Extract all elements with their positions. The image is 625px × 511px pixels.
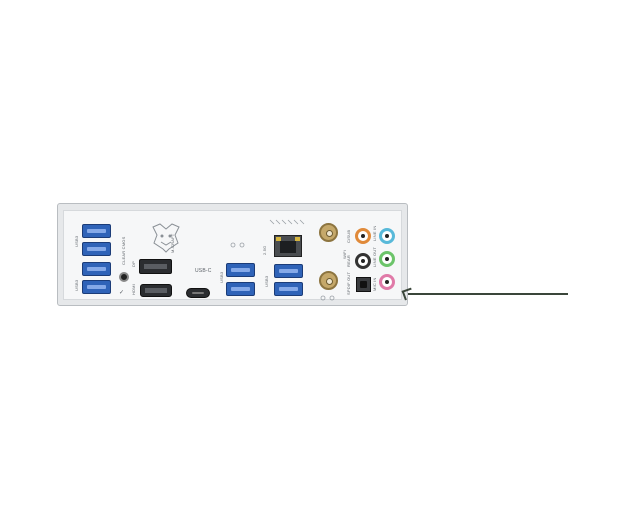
usb3-port-4[interactable] — [82, 280, 111, 294]
lan-label: 2.5G — [262, 245, 267, 255]
usb3-port-6[interactable] — [226, 282, 255, 296]
usbc-label: USB-C — [195, 268, 212, 274]
usb3-port-2[interactable] — [82, 242, 111, 256]
line-out-label: LINE OUT — [372, 246, 377, 267]
usb3-port-5[interactable] — [226, 263, 255, 277]
usb-right-label: USB3 — [264, 275, 269, 287]
io-shield-face: USB3 USB3 CLEAR CMOS ✓ M-CRAFT DP HDMI U… — [63, 210, 402, 301]
audio-jack-blue[interactable] — [379, 228, 395, 244]
spdif-port[interactable] — [356, 277, 371, 292]
io-shield-plate: USB3 USB3 CLEAR CMOS ✓ M-CRAFT DP HDMI U… — [57, 203, 408, 306]
audio-jack-pink[interactable] — [379, 274, 395, 290]
wifi-antenna-2[interactable] — [319, 271, 338, 290]
usb3-port-1[interactable] — [82, 224, 111, 238]
rear-label: REAR — [346, 255, 351, 267]
hdmi-label: HDMI — [131, 283, 136, 295]
usb3-port-7[interactable] — [274, 264, 303, 278]
audio-jack-black[interactable] — [355, 253, 371, 269]
flashback-icon: ✓ — [119, 290, 125, 296]
audio-jack-orange[interactable] — [355, 228, 371, 244]
dragon-logo-icon — [152, 223, 180, 253]
audio-jack-green[interactable] — [379, 251, 395, 267]
dp-label: DP — [131, 261, 136, 267]
antenna-marks-icon — [320, 295, 335, 301]
lan-led-left — [276, 237, 281, 241]
lan-led-right — [295, 237, 300, 241]
usb-left-bottom-label: USB3 — [74, 279, 79, 291]
screw-marks-icon — [230, 242, 245, 248]
wifi-antenna-1[interactable] — [319, 223, 338, 242]
cable — [408, 293, 568, 295]
clear-cmos-button[interactable] — [119, 272, 129, 282]
usb-mid-label: USB3 — [219, 271, 224, 283]
vent-marks-icon — [269, 219, 305, 225]
cpu-fan-label: C/SUB — [346, 229, 351, 243]
usb-left-top-label: USB3 — [74, 235, 79, 247]
displayport-port[interactable] — [139, 259, 172, 274]
usb-c-port-icon[interactable] — [186, 288, 210, 298]
hdmi-port[interactable] — [140, 284, 172, 297]
usb3-port-3[interactable] — [82, 262, 111, 276]
ethernet-port-icon[interactable] — [274, 235, 302, 257]
brand-label: M-CRAFT — [170, 233, 175, 253]
clear-cmos-label: CLEAR CMOS — [121, 236, 126, 265]
mic-in-label: MIC IN — [372, 277, 377, 291]
usb3-port-8[interactable] — [274, 282, 303, 296]
line-in-label: LINE IN — [372, 225, 377, 241]
spdif-out-label: SPDIF OUT — [346, 271, 351, 295]
